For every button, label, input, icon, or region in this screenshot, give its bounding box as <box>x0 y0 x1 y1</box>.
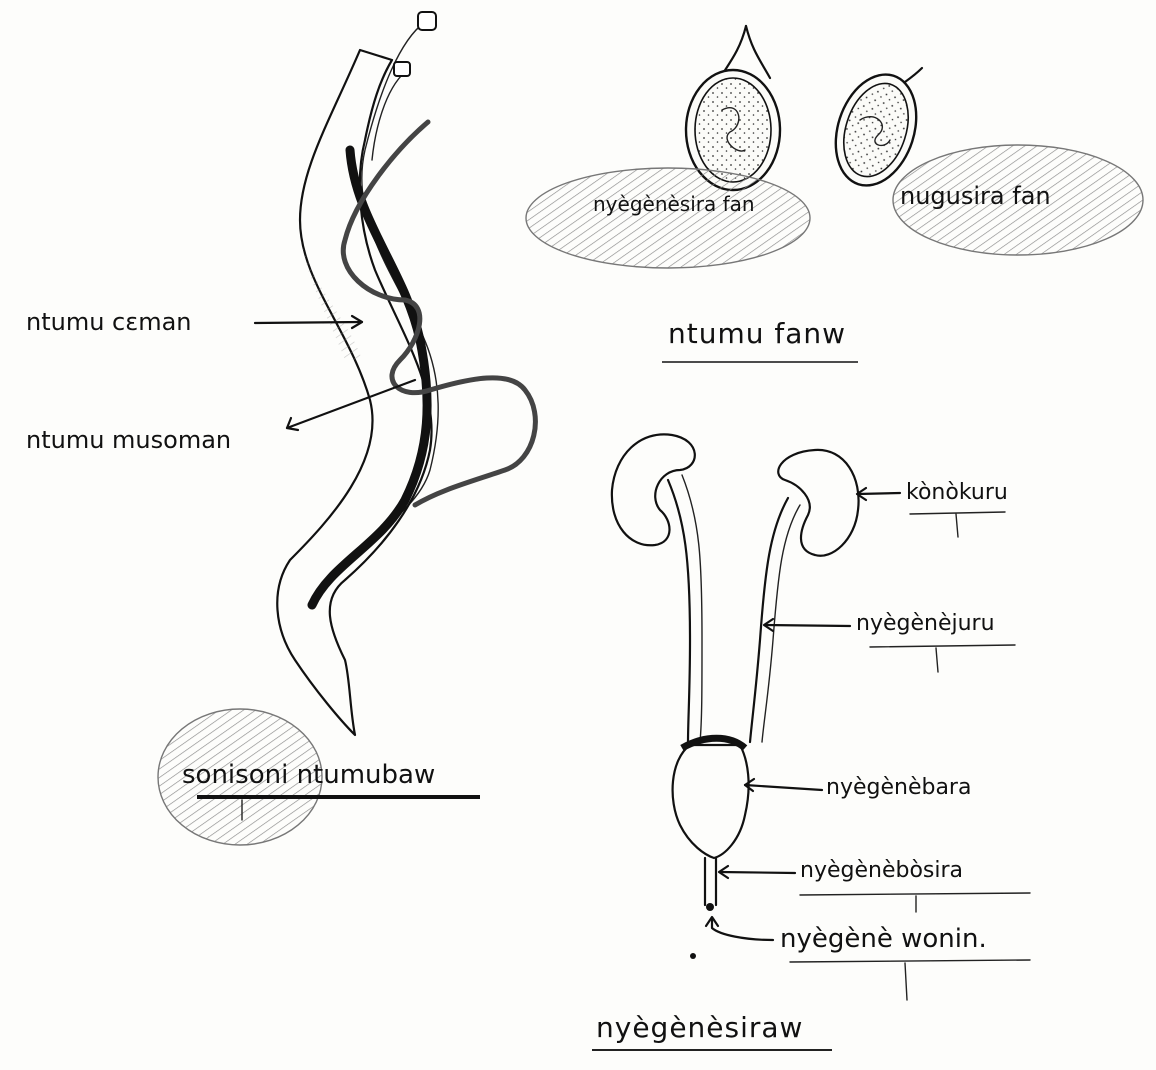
label-ureter: nyègènèjuru <box>856 613 995 635</box>
label-intestine-egg: nugusira fan <box>900 184 1051 208</box>
label-urethra: nyègènèbòsira <box>800 860 963 882</box>
label-bladder-egg: nyègènèsira fan <box>593 194 755 214</box>
bladder-neck <box>682 738 745 748</box>
worm-pair <box>277 12 535 735</box>
worm-title: sonisoni ntumubaw <box>182 762 435 788</box>
left-ureter-inner <box>682 475 702 742</box>
right-kidney <box>778 450 858 556</box>
label-bladder: nyègènèbara <box>826 777 971 799</box>
female-loop <box>343 122 535 505</box>
urethra <box>705 858 716 905</box>
bladder <box>673 745 749 858</box>
label-female-worm: ntumu cɛman <box>26 310 192 334</box>
label-male-worm: ntumu musoman <box>26 428 231 452</box>
second-strand-head <box>394 62 410 76</box>
urethra-opening <box>706 903 714 911</box>
canal-dark-line <box>312 150 427 605</box>
egg-bladder <box>686 26 780 190</box>
label-opening: nyègènè wonin. <box>780 926 987 952</box>
egg-left-shade <box>526 168 810 268</box>
urinary-title: nyègènèsiraw <box>596 1014 803 1042</box>
right-ureter <box>750 498 788 742</box>
label-kidney: kònòkuru <box>906 482 1008 504</box>
left-ureter <box>668 480 690 742</box>
eggs-title: ntumu fanw <box>668 320 846 348</box>
female-worm-head <box>418 12 436 30</box>
